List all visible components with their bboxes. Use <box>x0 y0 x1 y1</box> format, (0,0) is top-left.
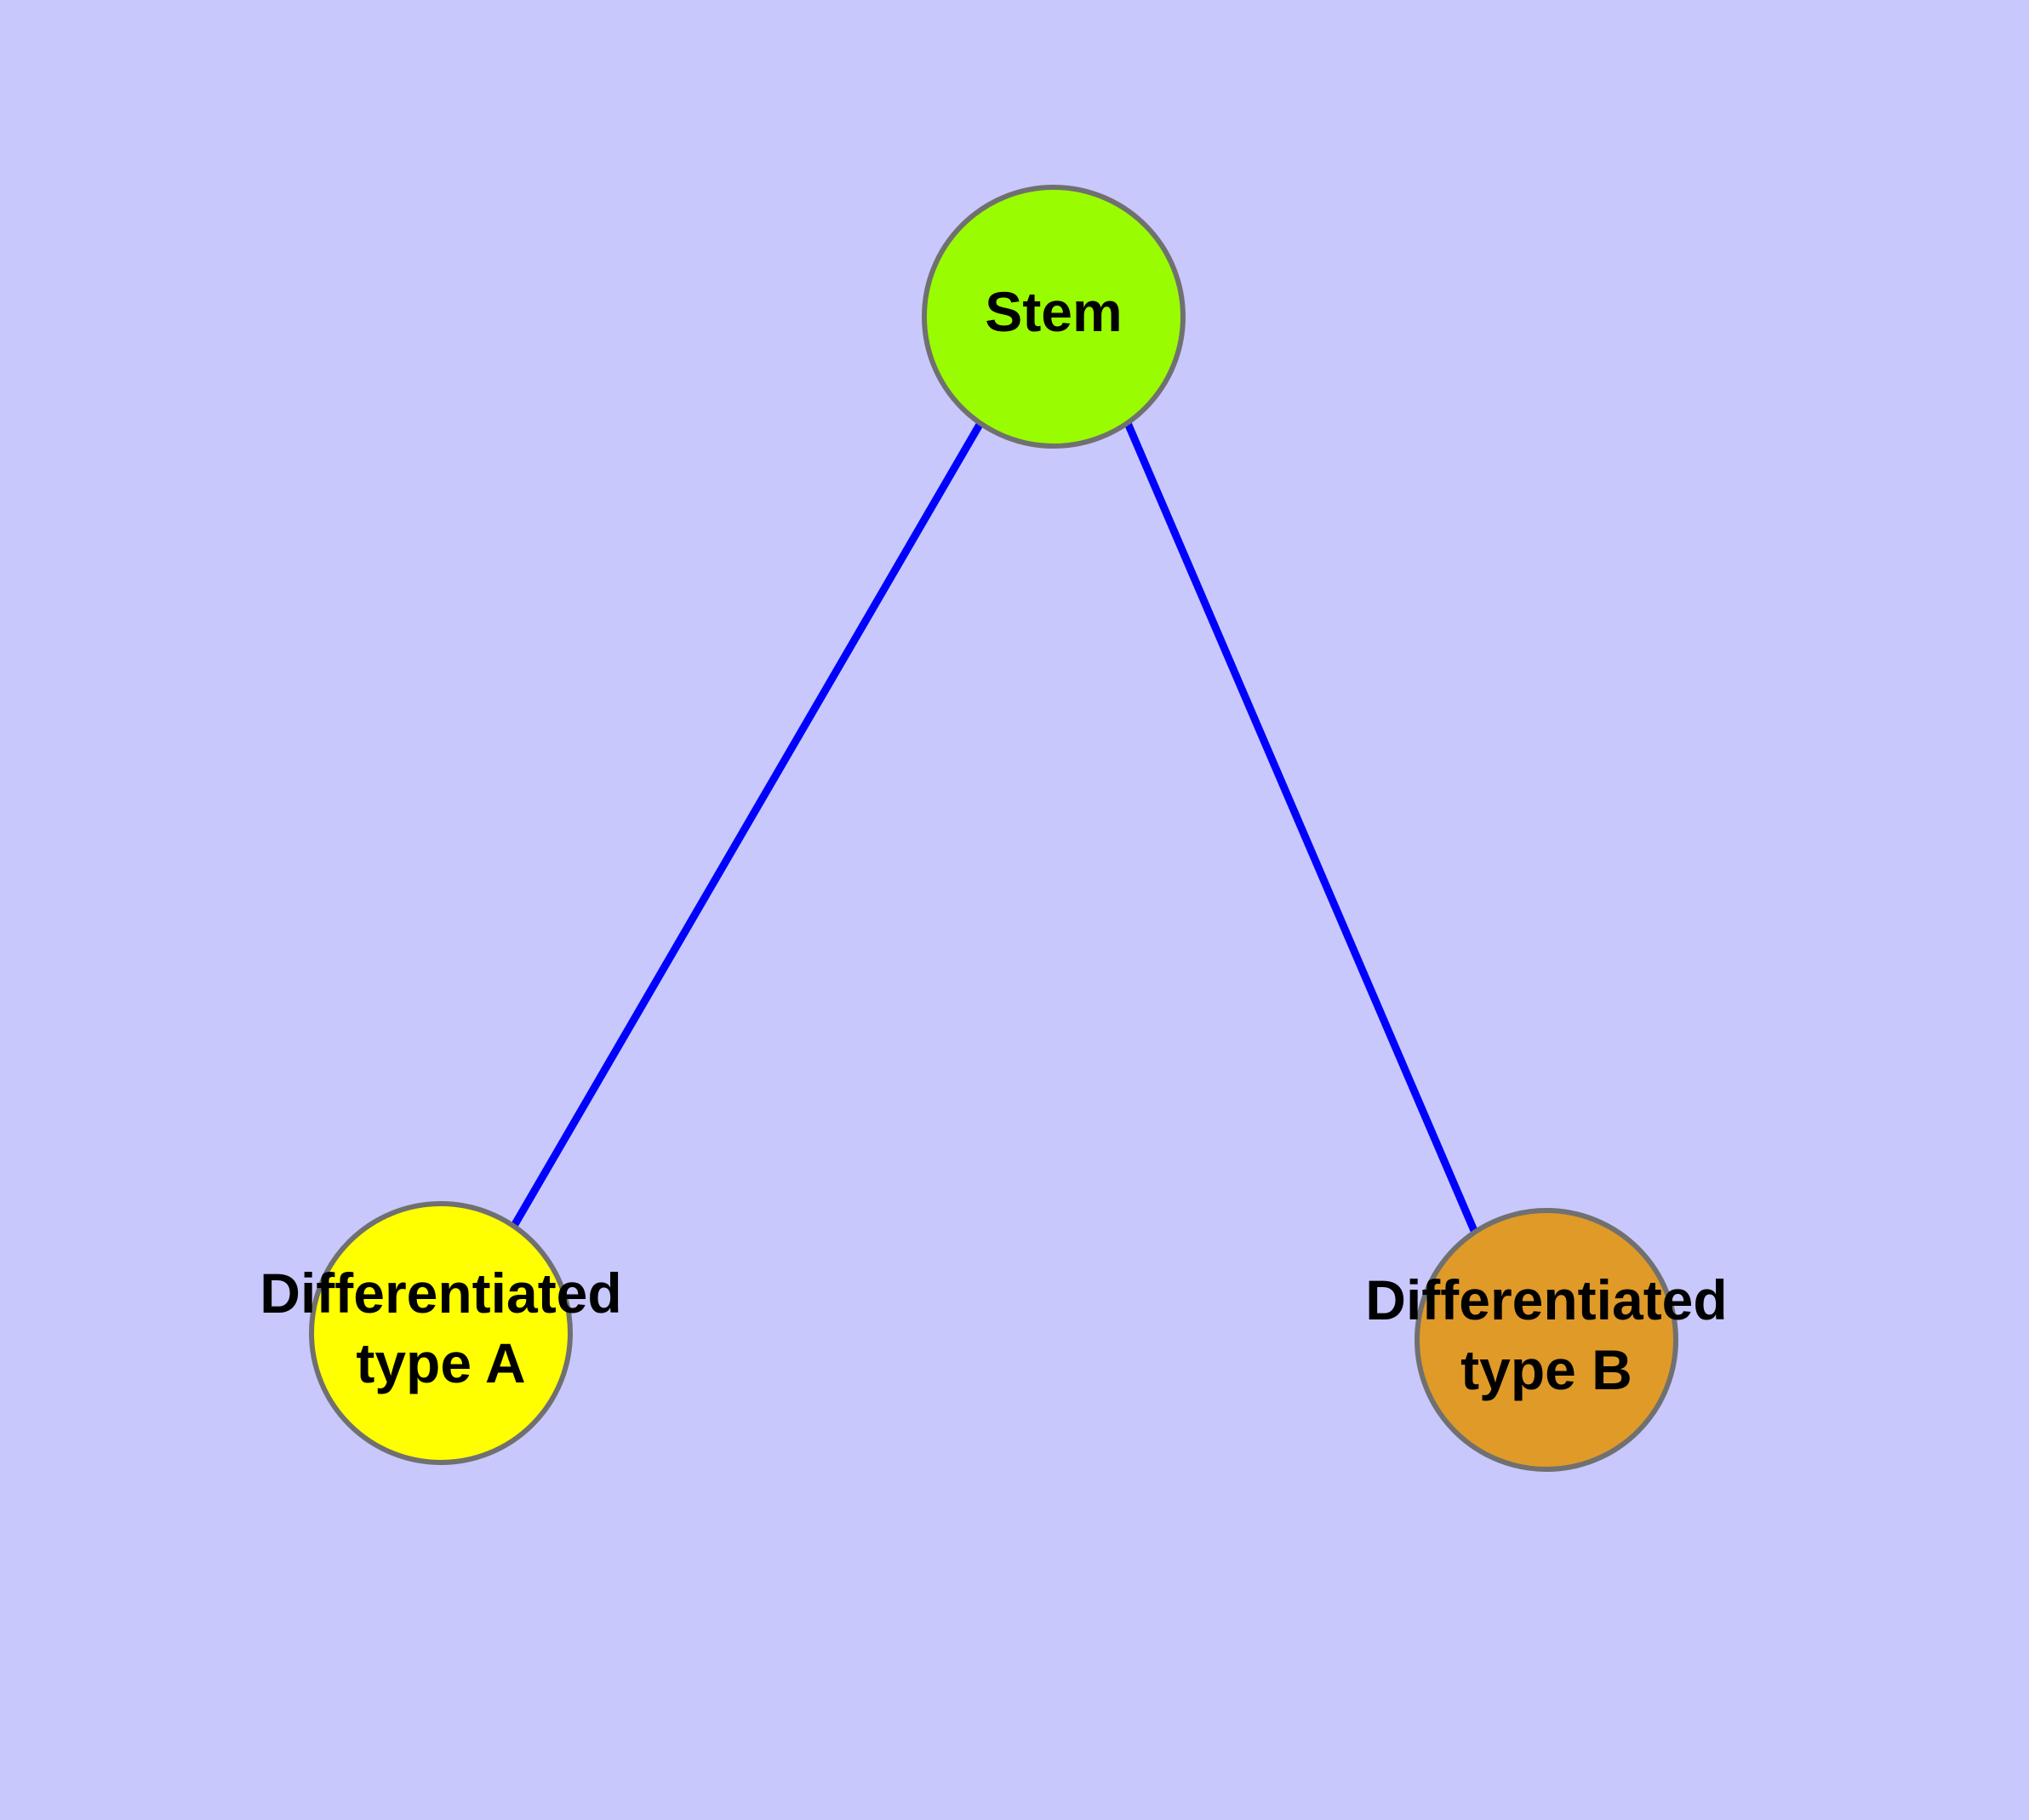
node-differentiated-type-a[interactable] <box>309 1201 573 1465</box>
nodes-layer <box>309 185 1678 1472</box>
edge-stem-to-differentiated-type-a[interactable] <box>511 421 984 1228</box>
node-differentiated-type-b[interactable] <box>1415 1208 1678 1472</box>
node-label-line: type A <box>356 1331 525 1394</box>
node-label-line: Stem <box>985 280 1122 343</box>
node-label-line: Differentiated <box>260 1262 621 1325</box>
node-label-line: Differentiated <box>1365 1268 1727 1331</box>
node-stem-circle[interactable] <box>922 185 1186 449</box>
node-label-line: type B <box>1460 1338 1632 1401</box>
node-differentiated-type-b-label: Differentiated type B <box>1365 1268 1727 1401</box>
edges-layer <box>511 421 1479 1234</box>
edge-stem-to-differentiated-type-b[interactable] <box>1123 421 1479 1234</box>
node-stem[interactable] <box>922 185 1186 449</box>
node-differentiated-type-a-circle[interactable] <box>309 1201 573 1465</box>
node-stem-label: Stem <box>985 280 1122 343</box>
node-differentiated-type-b-circle[interactable] <box>1415 1208 1678 1472</box>
